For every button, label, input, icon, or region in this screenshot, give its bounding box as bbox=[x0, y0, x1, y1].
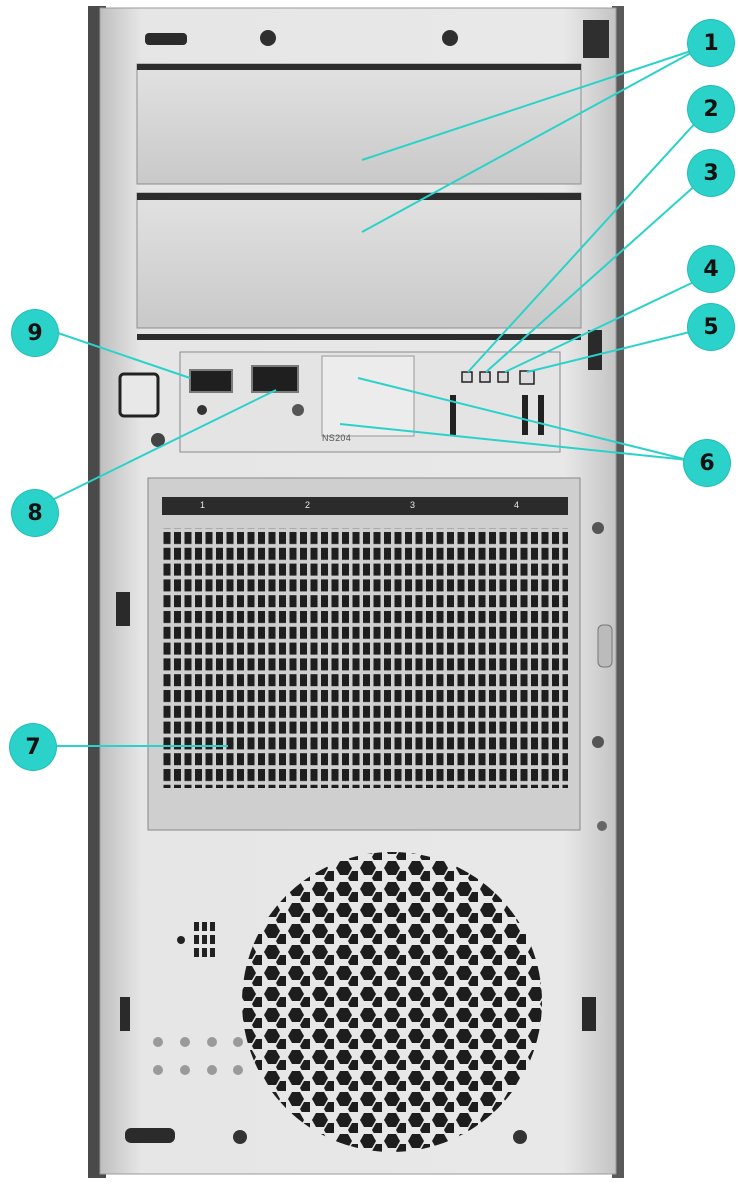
led-button-4 bbox=[497, 371, 509, 383]
led-button-3 bbox=[479, 371, 491, 383]
io-panel-screw-mid bbox=[292, 404, 304, 416]
drive-cage-vent bbox=[162, 528, 568, 788]
top-handle-slot bbox=[145, 33, 187, 45]
left-side-screw bbox=[151, 433, 165, 447]
callout-2: 2 bbox=[688, 86, 734, 132]
leader-6a bbox=[357, 377, 689, 461]
rivet-grid bbox=[153, 1037, 243, 1075]
media-bay-2-top-rail bbox=[137, 193, 581, 200]
drive-bay-number-4: 4 bbox=[514, 500, 520, 510]
lower-screw-left bbox=[233, 1130, 247, 1144]
left-chassis-slot bbox=[116, 592, 130, 626]
lower-screw-right bbox=[513, 1130, 527, 1144]
leader-1a bbox=[361, 47, 701, 161]
led-button-5 bbox=[519, 370, 535, 385]
top-screw-1 bbox=[260, 30, 276, 46]
media-bay-2 bbox=[136, 192, 582, 329]
leader-6b bbox=[339, 423, 689, 461]
io-panel-slot-3 bbox=[538, 395, 544, 435]
right-side-latch bbox=[588, 330, 602, 370]
callout-5: 5 bbox=[688, 304, 734, 350]
ns204-marking: NS204 bbox=[322, 433, 352, 443]
cage-side-handle bbox=[597, 624, 613, 668]
lower-right-slot bbox=[582, 997, 596, 1031]
io-panel-slot-1 bbox=[450, 395, 456, 435]
bottom-left-handle bbox=[125, 1128, 175, 1143]
cage-screw-right-bottom bbox=[592, 736, 604, 748]
ns204-cover bbox=[321, 355, 415, 437]
leader-3 bbox=[485, 182, 699, 373]
io-panel-screw-left bbox=[197, 405, 207, 415]
callout-8: 8 bbox=[12, 490, 58, 536]
led-button-2 bbox=[461, 371, 473, 383]
top-right-latch bbox=[583, 20, 609, 58]
callout-9: 9 bbox=[12, 310, 58, 356]
leader-5 bbox=[526, 329, 699, 373]
io-panel-slot-2 bbox=[522, 395, 528, 435]
callout-3: 3 bbox=[688, 150, 734, 196]
callout-7: 7 bbox=[10, 724, 56, 770]
fan-hex-vent bbox=[242, 852, 542, 1152]
media-bay-3-top-rail bbox=[137, 334, 581, 340]
cage-screw-right-top bbox=[592, 522, 604, 534]
right-lower-screw bbox=[597, 821, 607, 831]
usb-port-right bbox=[251, 365, 299, 393]
leader-1b bbox=[361, 47, 701, 233]
drive-bay-number-1: 1 bbox=[200, 500, 206, 510]
callout-1: 1 bbox=[688, 20, 734, 66]
media-bay-1-top-rail bbox=[137, 64, 581, 70]
leader-8 bbox=[51, 389, 277, 501]
top-screw-2 bbox=[442, 30, 458, 46]
media-bay-1 bbox=[136, 63, 582, 185]
lock-symbol-icon bbox=[177, 922, 215, 957]
leader-2 bbox=[467, 119, 699, 373]
leader-9 bbox=[54, 331, 191, 379]
lower-left-slot bbox=[120, 997, 130, 1031]
callout-6: 6 bbox=[684, 440, 730, 486]
callout-4: 4 bbox=[688, 246, 734, 292]
usb-port-left bbox=[189, 369, 233, 393]
drive-cage-header bbox=[162, 497, 568, 515]
drive-bay-number-3: 3 bbox=[410, 500, 416, 510]
callout-leader-lines bbox=[51, 47, 701, 747]
left-side-latch bbox=[118, 372, 160, 418]
leader-4 bbox=[504, 279, 699, 373]
drive-bay-number-2: 2 bbox=[305, 500, 311, 510]
